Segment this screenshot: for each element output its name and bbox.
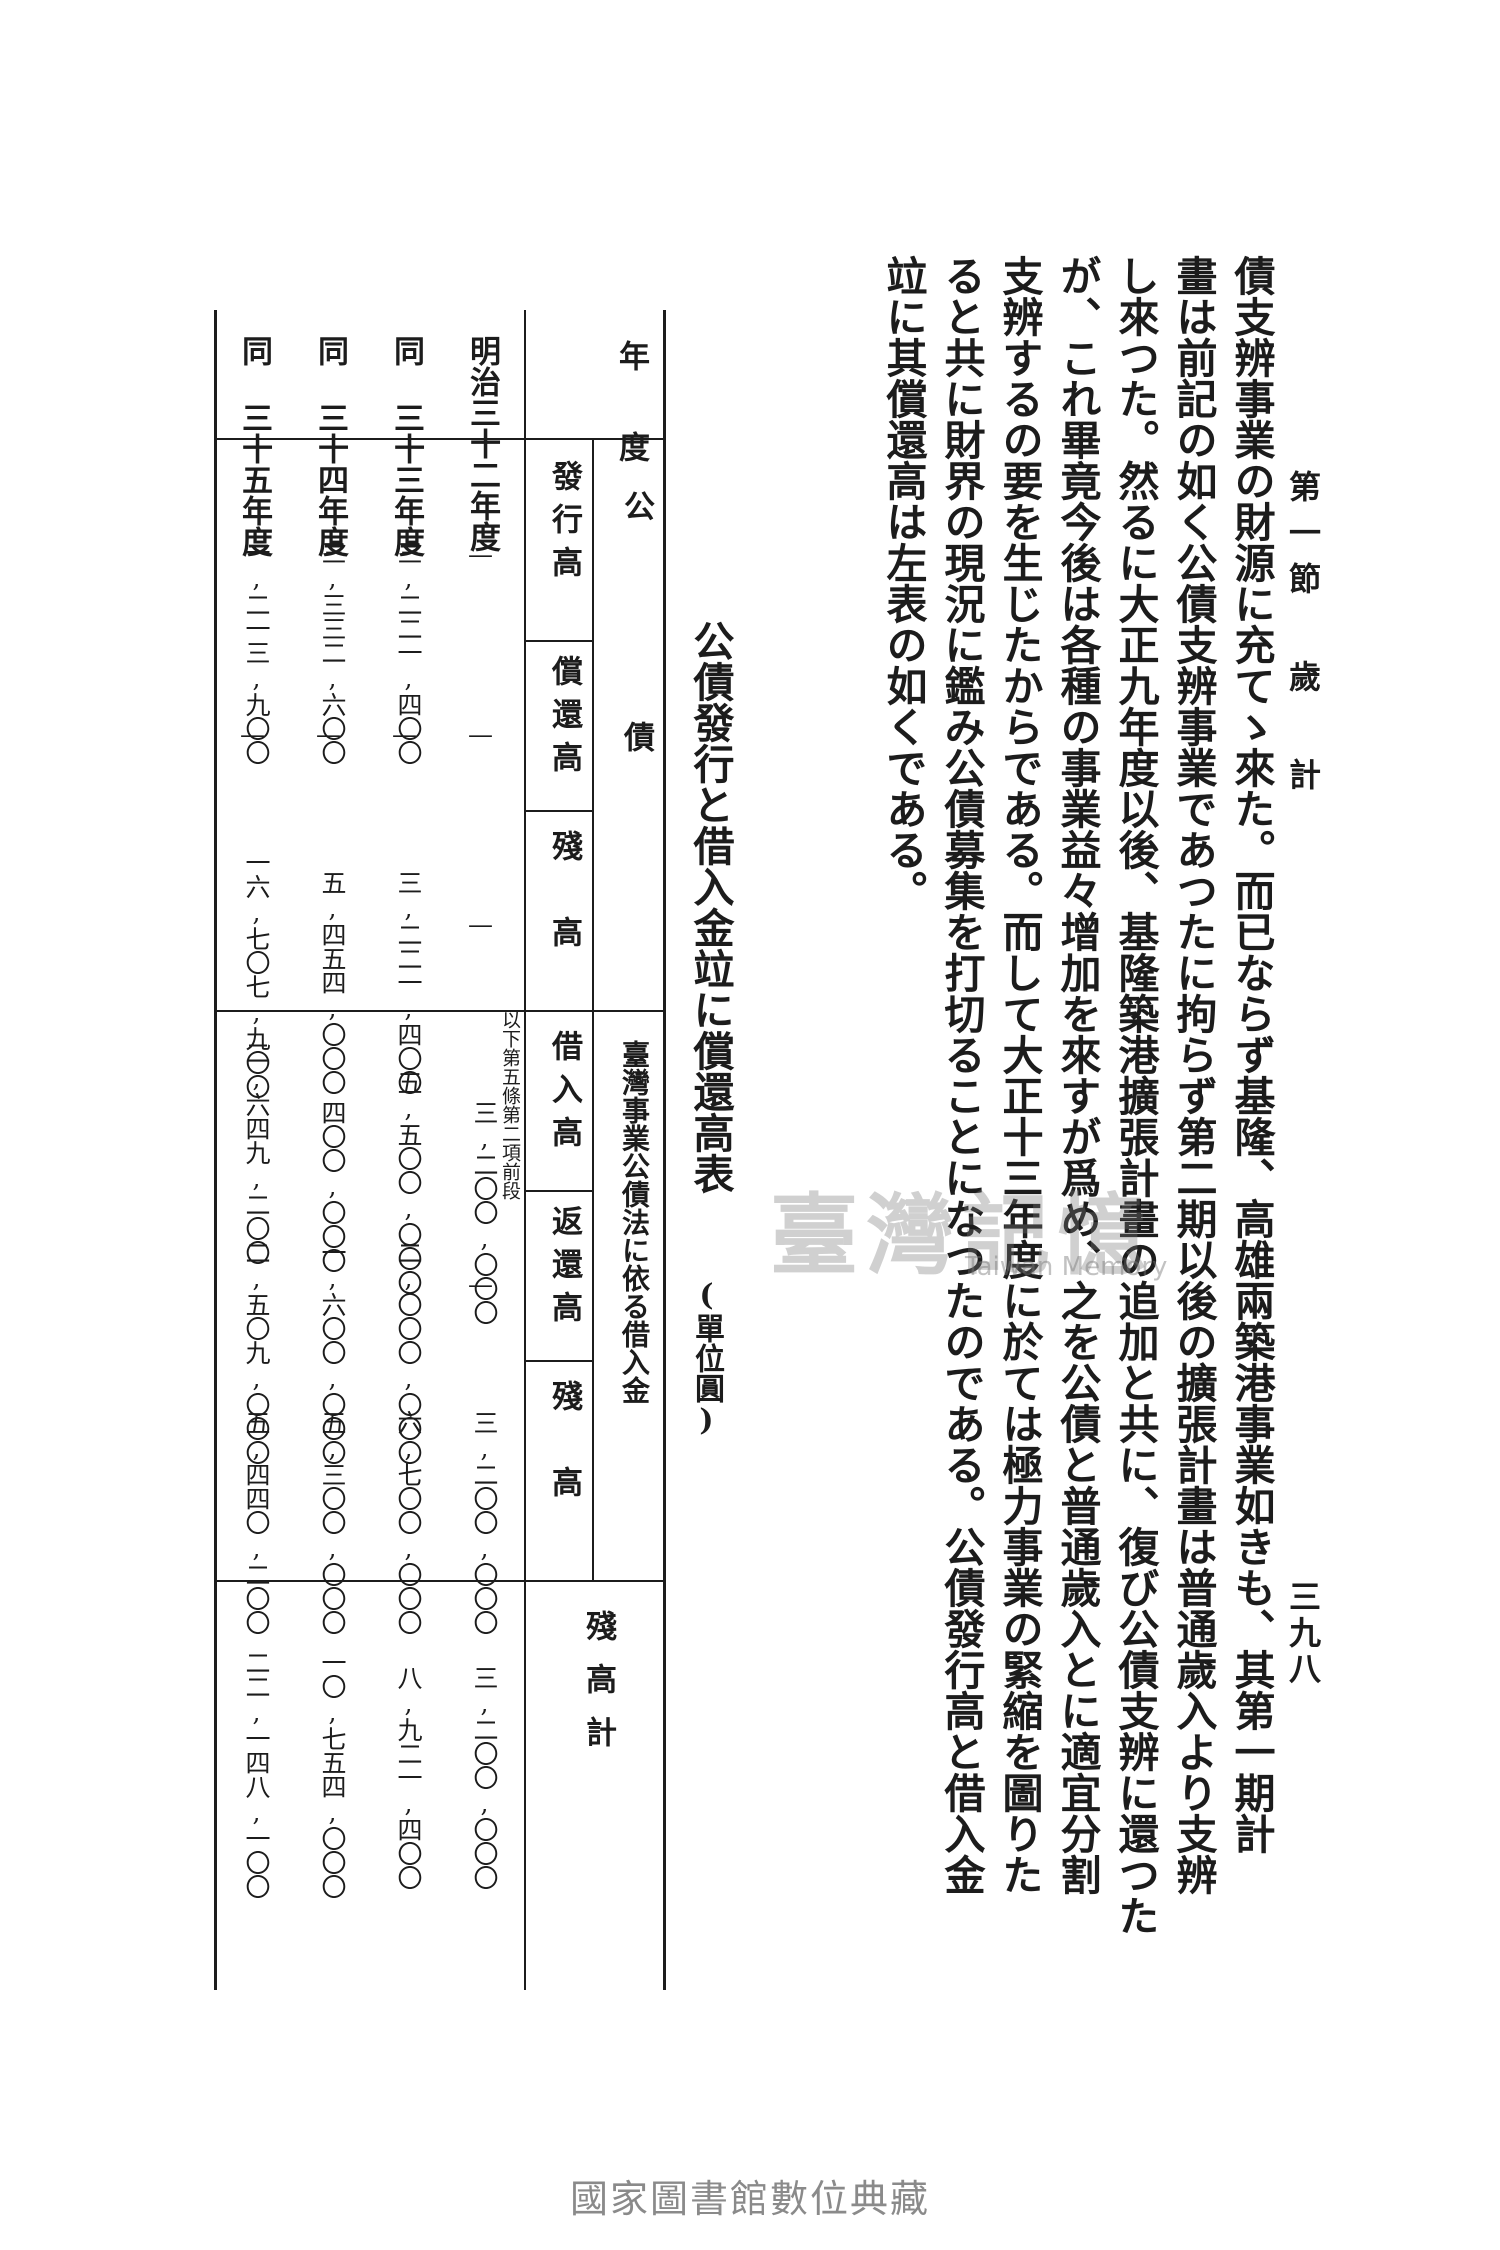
table-cell: —	[466, 1270, 495, 1298]
body-column-2: 畫は前記の如く公債支辨事業であつたに拘らず第二期以後の擴張計畫は普通歲入より支辨	[1169, 255, 1217, 1895]
table-cell: 四〇〇,〇〇〇	[318, 1100, 347, 1272]
table-cell: 五,四五四,〇〇〇	[318, 870, 347, 1094]
year-column-divider	[214, 438, 666, 440]
sub-divider-1	[524, 640, 592, 642]
table-cell: 一,六〇〇,〇〇〇	[318, 1240, 347, 1464]
header-body-divider	[524, 310, 526, 1990]
table-cell: —	[390, 720, 419, 748]
table-cell: 五,四四〇,二〇〇	[242, 1410, 271, 1634]
table-cell: 八,九二一,四〇〇	[394, 1665, 423, 1889]
header-loan-balance: 殘高	[546, 1380, 582, 1552]
table-cell: 一〇,七五四,〇〇〇	[318, 1650, 347, 1898]
table-cell: 三,二二一,四〇〇	[394, 540, 423, 764]
table-top-rule	[663, 310, 666, 1990]
bond-table: 年度 公債 臺灣事業公債法に依る借入金 發行高 償還高 殘高 借入高 返還高 殘…	[214, 310, 666, 1990]
total-column-divider	[214, 1580, 666, 1582]
header-loans: 臺灣事業公債法に依る借入金	[618, 1040, 651, 1404]
table-cell: 三,二〇〇,〇〇〇	[470, 1100, 499, 1324]
table-row-year: 同 三十四年度	[312, 335, 348, 557]
header-repaid: 返還高	[546, 1205, 582, 1334]
table-cell: —	[314, 720, 343, 748]
table-cell: —	[466, 720, 495, 748]
watermark-logo: 臺灣記憶	[770, 1183, 1155, 1287]
body-column-1: 債支辨事業の財源に充てゝ來た。而已ならず基隆、高雄兩築港事業如きも、其第一期計	[1227, 255, 1275, 1854]
body-column-3: し來つた。然るに大正九年度以後、基隆築港擴張計畫の追加と共に、復び公債支辨に還つ…	[1111, 255, 1159, 1936]
header-issued: 發行高	[546, 460, 582, 589]
table-bottom-rule	[214, 310, 217, 1990]
table-cell: 五,五〇〇,〇〇〇	[394, 1070, 423, 1294]
header-borrowed: 借入高	[546, 1030, 582, 1159]
header-balance: 殘高	[546, 830, 582, 1002]
table-title: 公債發行と借入金竝に償還高表	[686, 620, 734, 1194]
footer-credit: 國家圖書館數位典藏	[569, 2177, 930, 2221]
header-total: 殘高計	[580, 1610, 616, 1769]
table-cell: 三,三三二,六〇〇	[318, 540, 347, 764]
table-row-year: 同 三十三年度	[388, 335, 424, 557]
table-cell: 二二,一四八,一〇〇	[242, 1650, 271, 1898]
watermark-subtitle: Taiwan Memory	[965, 1252, 1168, 1282]
bond-loan-divider	[214, 1010, 666, 1012]
table-cell: 三,二〇〇,〇〇〇	[470, 1410, 499, 1634]
section-heading: 第一節 歲 計	[1284, 470, 1322, 804]
table-cell: 五,三〇〇,〇〇〇	[318, 1410, 347, 1634]
table-cell: 二,〇〇〇,〇〇〇	[394, 1240, 423, 1464]
page-number: 三九八	[1284, 1580, 1322, 1688]
body-column-7: 竝に其償還高は左表の如くである。	[879, 255, 927, 911]
body-column-6: ると共に財界の現況に鑑み公債募集を打切ることになつたのである。公債發行高と借入金	[937, 255, 985, 1895]
table-row-year: 明治三十二年度	[464, 335, 500, 552]
body-column-4: が、これ畢竟今後は各種の事業益々增加を來すが爲め、之を公債と普通歲入とに適宜分割	[1053, 255, 1101, 1895]
sub-divider-2	[524, 810, 592, 812]
table-cell: 一,二一三,九〇〇	[242, 540, 271, 764]
table-cell: —	[466, 910, 495, 938]
table-row-year: 同 三十五年度	[236, 335, 272, 557]
table-cell: 一六,七〇七,九〇〇	[242, 850, 271, 1098]
table-cell: 六,七〇〇,〇〇〇	[394, 1410, 423, 1634]
table-cell: 二,五〇九,〇〇〇	[242, 1240, 271, 1464]
header-redeemed: 償還高	[546, 655, 582, 784]
sub-divider-4	[524, 1360, 592, 1362]
header-year: 年度	[613, 340, 649, 522]
table-cell: 三,二二一,四〇〇	[394, 870, 423, 1094]
header-bonds: 公債	[618, 490, 654, 952]
table-cell: —	[466, 540, 495, 568]
table-cell: —	[238, 720, 267, 748]
sub-divider-3	[524, 1190, 592, 1192]
table-cell: 三,二〇〇,〇〇〇	[470, 1665, 499, 1889]
body-column-5: 支辨するの要を生じたからである。而して大正十三年度に於ては極力事業の緊縮を圖りた	[995, 255, 1043, 1895]
table-note: 以下第五條第二項前段	[499, 1010, 521, 1200]
table-unit: (單位圓)	[689, 1278, 724, 1438]
table-cell: 二,六四九,二〇〇	[242, 1040, 271, 1264]
body-text: 債支辨事業の財源に充てゝ來た。而已ならず基隆、高雄兩築港事業如きも、其第一期計 …	[874, 255, 1280, 2035]
